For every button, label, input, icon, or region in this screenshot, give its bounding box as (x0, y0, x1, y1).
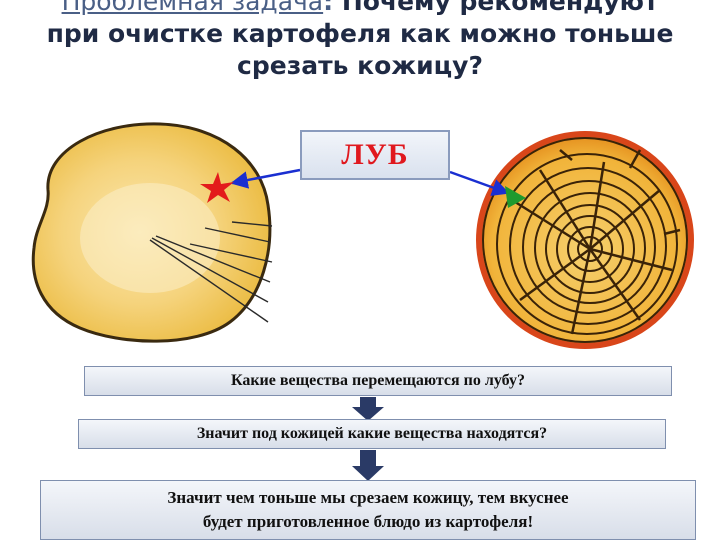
title-line-3: срезать кожицу? (237, 51, 483, 80)
green-triangle-icon (505, 186, 526, 208)
title-lead: Проблемная задача (61, 0, 324, 16)
step-conclusion-line-2: будет приготовленное блюдо из картофеля! (202, 512, 534, 531)
step-inference-text: Значит под кожицей какие вещества находя… (196, 425, 548, 442)
title-question-1: Почему рекомендуют (333, 0, 659, 16)
title-line-1: Проблемная задача: Почему рекомендуют (0, 0, 720, 18)
step-conclusion-line-1: Значит чем тоньше мы срезаем кожицу, тем… (167, 488, 569, 507)
step-inference-box: Значит под кожицей какие вещества находя… (78, 419, 666, 449)
step-question-box: Какие вещества перемещаются по лубу? (84, 366, 672, 396)
arrow-right-to-wood (449, 170, 510, 196)
potato-cross-section (31, 122, 273, 343)
title-line-2: при очистке картофеля как можно тоньше (46, 19, 674, 48)
down-arrow-icon (352, 397, 384, 421)
red-star-icon (200, 172, 234, 203)
title-colon: : (323, 0, 334, 16)
wood-cross-section (476, 131, 694, 349)
lub-label-box: ЛУБ (300, 130, 450, 180)
step-question-text: Какие вещества перемещаются по лубу? (230, 372, 526, 389)
step-conclusion-box: Значит чем тоньше мы срезаем кожицу, тем… (40, 480, 696, 540)
arrow-left-to-potato (230, 168, 301, 189)
page-title: Проблемная задача: Почему рекомендуют пр… (0, 0, 720, 82)
down-arrow-icon (352, 450, 384, 481)
lub-label: ЛУБ (341, 138, 409, 171)
